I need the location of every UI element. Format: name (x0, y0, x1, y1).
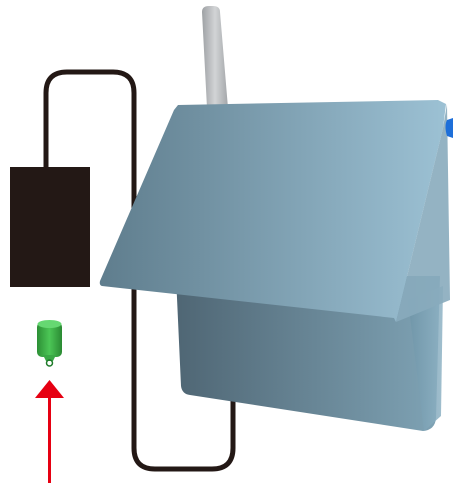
green-sensor (37, 320, 62, 366)
antenna (202, 6, 228, 108)
power-adapter (10, 167, 90, 287)
red-arrow-indicator (35, 380, 64, 483)
hinged-lid (100, 100, 446, 322)
